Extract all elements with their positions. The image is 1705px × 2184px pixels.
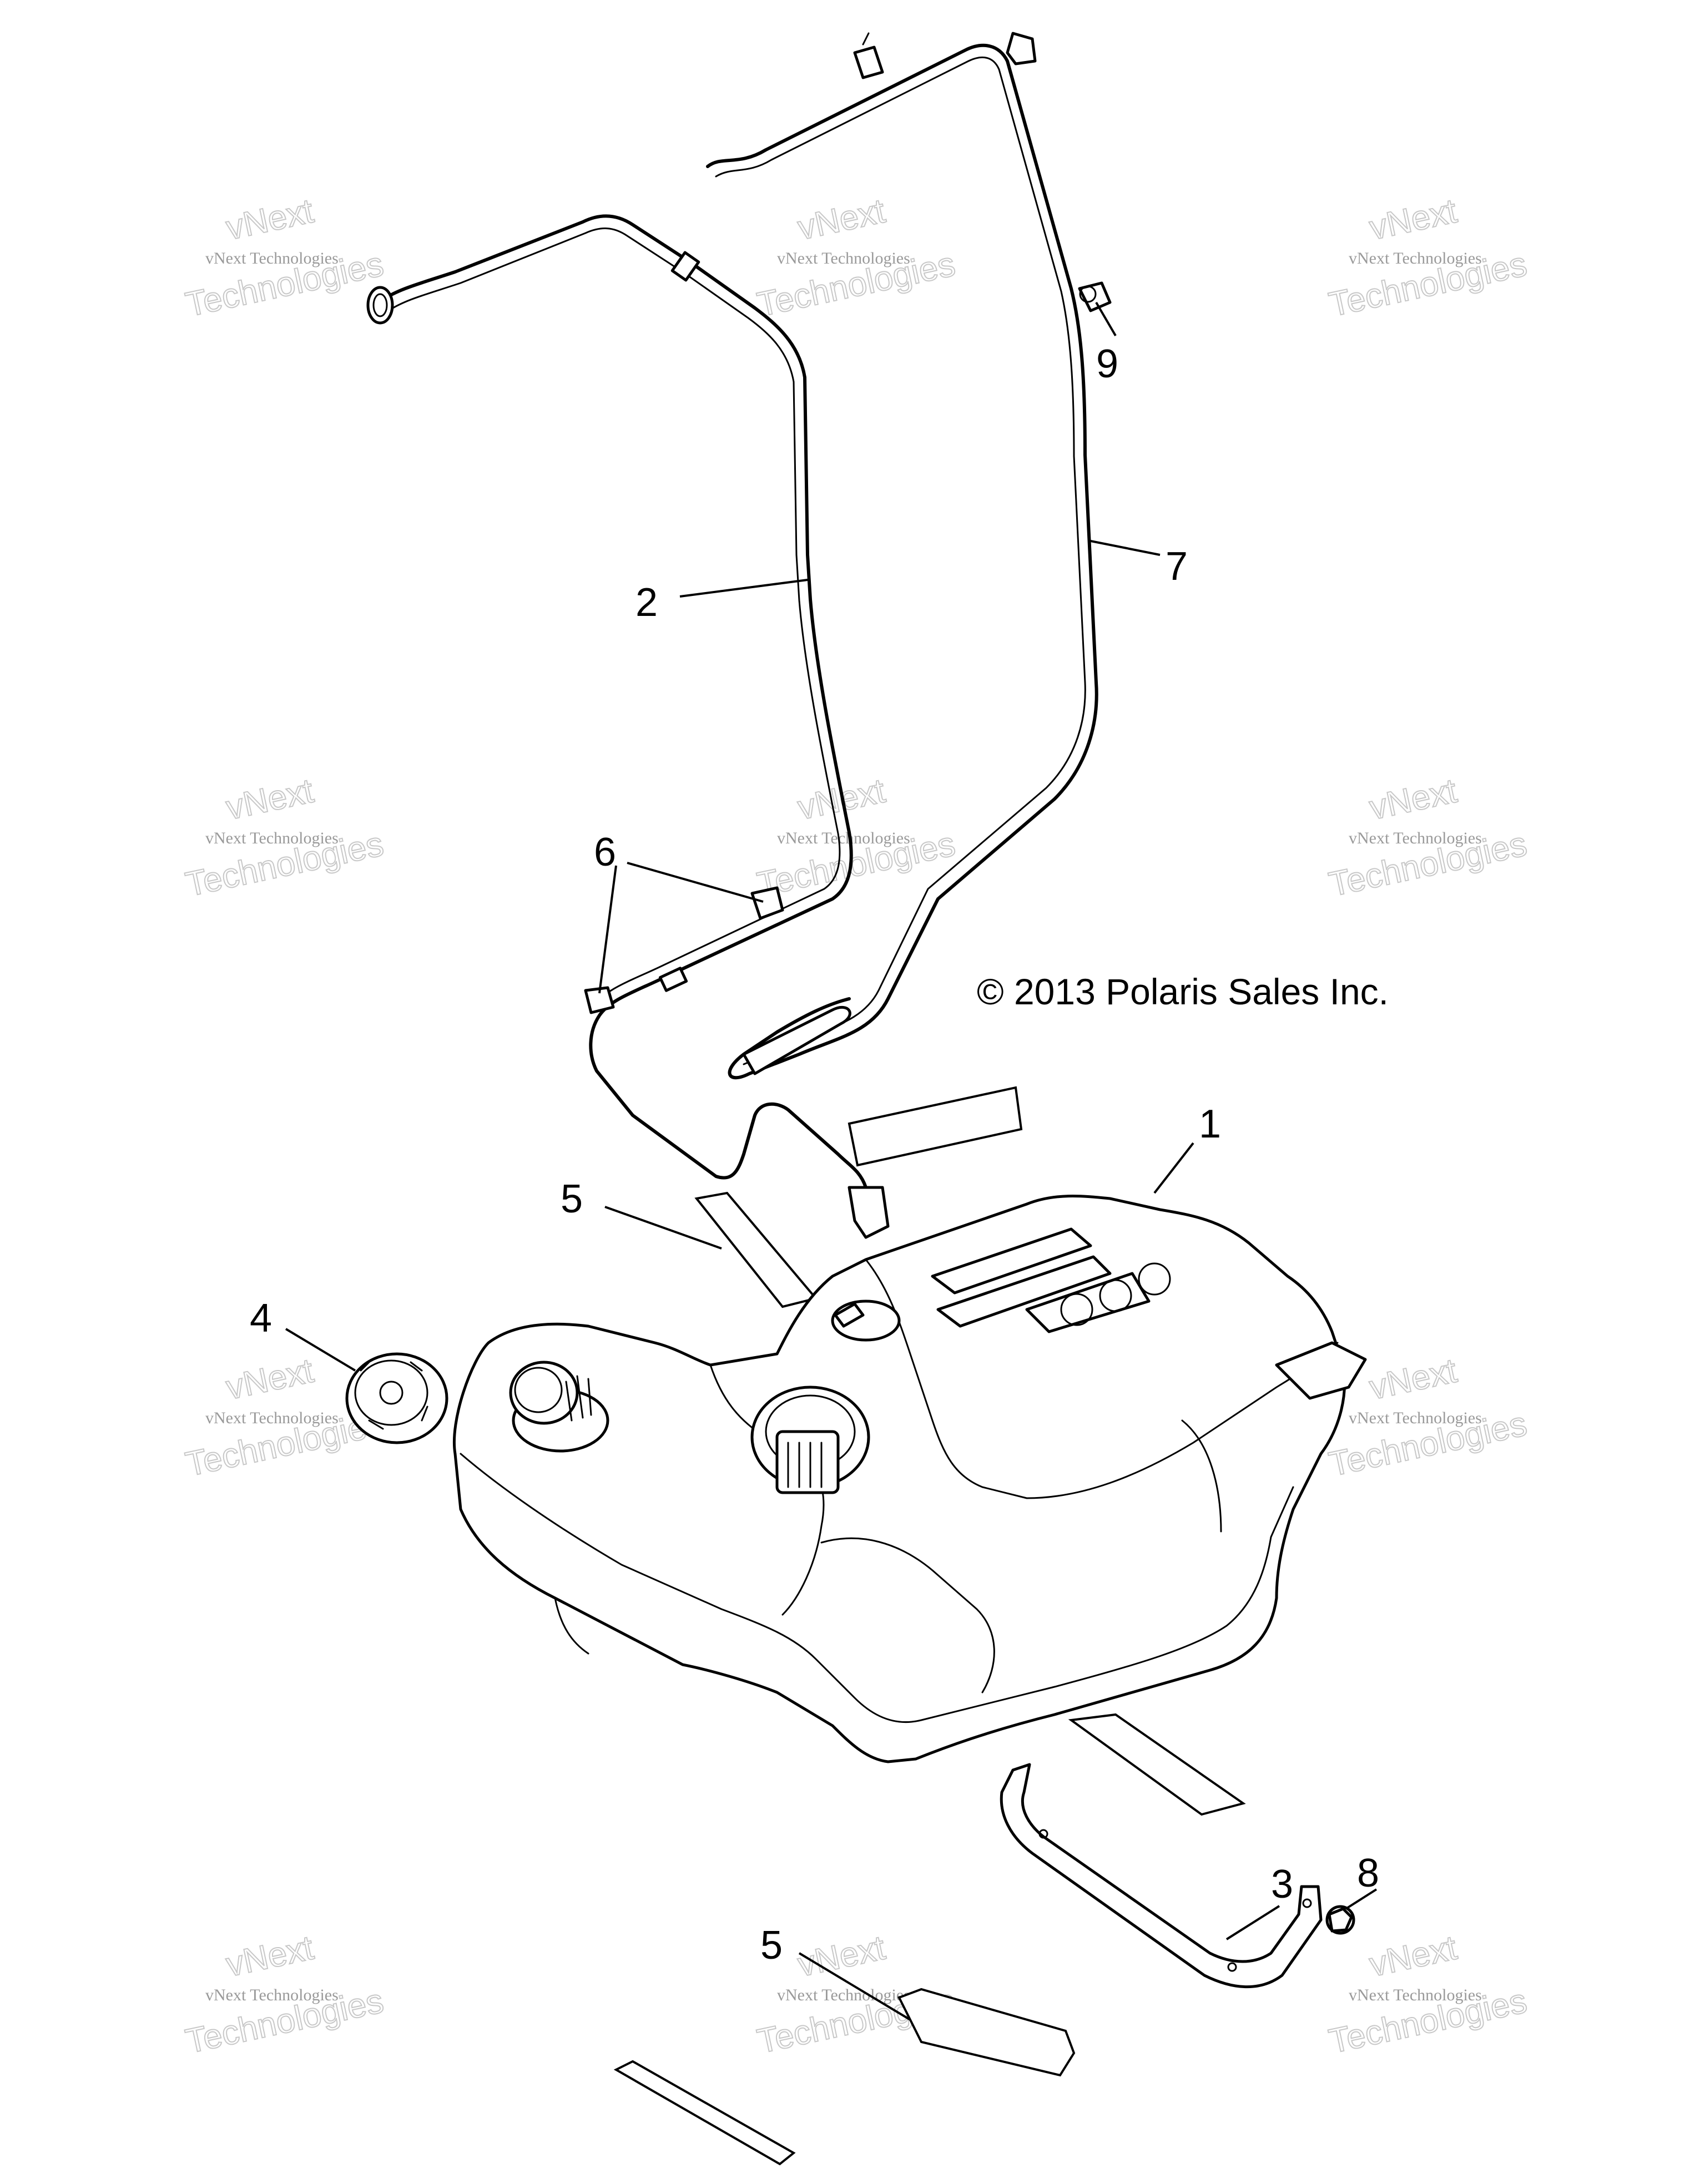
watermark: vNext vNext Technologies Technologies — [182, 191, 387, 325]
watermark-text: vNext Technologies — [205, 249, 339, 267]
clamp-top-right — [1006, 32, 1037, 65]
leader-line-8 — [1345, 1888, 1378, 1910]
callouts: 1 2 3 4 5 5 6 7 8 9 — [250, 342, 1379, 1968]
watermark: vNext vNext Technologies Technologies — [754, 191, 959, 325]
watermark: vNext vNext Technologies Technologies — [1325, 191, 1531, 325]
watermark-text: vNext Technologies — [205, 1986, 339, 2004]
leader-line-1 — [1153, 1142, 1194, 1194]
watermark-big: vNext — [1366, 772, 1460, 827]
watermark-big: vNext — [223, 772, 316, 827]
fuel-pump-module — [750, 1386, 870, 1494]
callout-9: 9 — [1096, 342, 1118, 386]
leader-line-6b — [598, 865, 617, 994]
leader-line-2 — [679, 579, 808, 598]
callout-5-upper: 5 — [561, 1177, 583, 1221]
watermark: vNext vNext Technologies Technologies — [1325, 1928, 1531, 2062]
callout-1: 1 — [1199, 1102, 1221, 1146]
watermark-big: vNext — [794, 1929, 888, 1984]
callout-6: 6 — [594, 830, 616, 874]
leader-line-3 — [1225, 1905, 1280, 1940]
watermark-big: vNext — [223, 192, 316, 247]
pad-part-5-upper — [848, 1086, 1023, 1167]
watermark: vNext vNext Technologies Technologies — [754, 771, 959, 905]
leader-lines — [285, 301, 1378, 2021]
pad-part-5-bottom-mid — [897, 1988, 1076, 2077]
watermark-big: vNext — [794, 192, 888, 247]
leader-line-9 — [1095, 301, 1117, 337]
leader-line-6a — [627, 862, 764, 903]
leader-line-7 — [1090, 540, 1161, 556]
callout-8: 8 — [1357, 1851, 1379, 1895]
pad-part-5-bottom-left — [613, 2060, 796, 2166]
callout-3: 3 — [1271, 1862, 1293, 1907]
pad-part-5-lower-right — [1068, 1713, 1246, 1816]
hose-part-2 — [366, 214, 890, 1239]
clamp-part-9 — [1078, 281, 1112, 312]
pad-part-5-vertical — [694, 1191, 818, 1308]
hose-end-fitting — [366, 286, 394, 325]
callout-4: 4 — [250, 1296, 272, 1341]
hose-coupler — [670, 251, 700, 282]
watermark-big: vNext — [1366, 1929, 1460, 1984]
hose-coupler — [658, 967, 688, 992]
fuel-tank-part-1 — [453, 1195, 1367, 1763]
watermark-big: vNext — [223, 1929, 316, 1984]
watermark-text: vNext Technologies — [1349, 1409, 1482, 1427]
callout-5-lower: 5 — [760, 1923, 783, 1968]
watermark-big: vNext — [1366, 1352, 1460, 1407]
watermark-text: vNext Technologies — [205, 1409, 339, 1427]
vent-hose-part-7 — [706, 43, 1098, 1080]
vent-valve — [831, 1300, 901, 1342]
fuel-cap-part-4 — [345, 1352, 448, 1444]
filler-neck — [509, 1361, 609, 1453]
hose-elbow-fitting — [848, 1186, 890, 1239]
watermark-text: vNext Technologies — [1349, 1986, 1482, 2004]
clamp-top-left — [853, 32, 884, 79]
leader-line-5a — [604, 1206, 722, 1250]
watermark-text: vNext Technologies — [1349, 829, 1482, 847]
copyright-notice: © 2013 Polaris Sales Inc. — [977, 971, 1389, 1012]
watermark: vNext vNext Technologies Technologies — [1325, 771, 1531, 905]
leader-line-5b — [798, 1952, 911, 2021]
callout-2: 2 — [635, 580, 658, 625]
watermark-text: vNext Technologies — [205, 829, 339, 847]
watermark-big: vNext — [223, 1352, 316, 1407]
clamp-part-6-upper — [750, 886, 784, 920]
watermark-text: vNext Technologies — [777, 1986, 910, 2004]
watermark: vNext vNext Technologies Technologies — [182, 1928, 387, 2062]
watermark: vNext vNext Technologies Technologies — [182, 771, 387, 905]
watermark-big: vNext — [1366, 192, 1460, 247]
watermark-text: vNext Technologies — [777, 829, 910, 847]
watermark-text: vNext Technologies — [1349, 249, 1482, 267]
callout-7: 7 — [1166, 544, 1188, 589]
leader-line-4 — [285, 1328, 356, 1372]
bolt-part-8 — [1325, 1905, 1355, 1935]
tank-strap-part-3 — [1000, 1763, 1323, 1989]
watermark-text: vNext Technologies — [777, 249, 910, 267]
